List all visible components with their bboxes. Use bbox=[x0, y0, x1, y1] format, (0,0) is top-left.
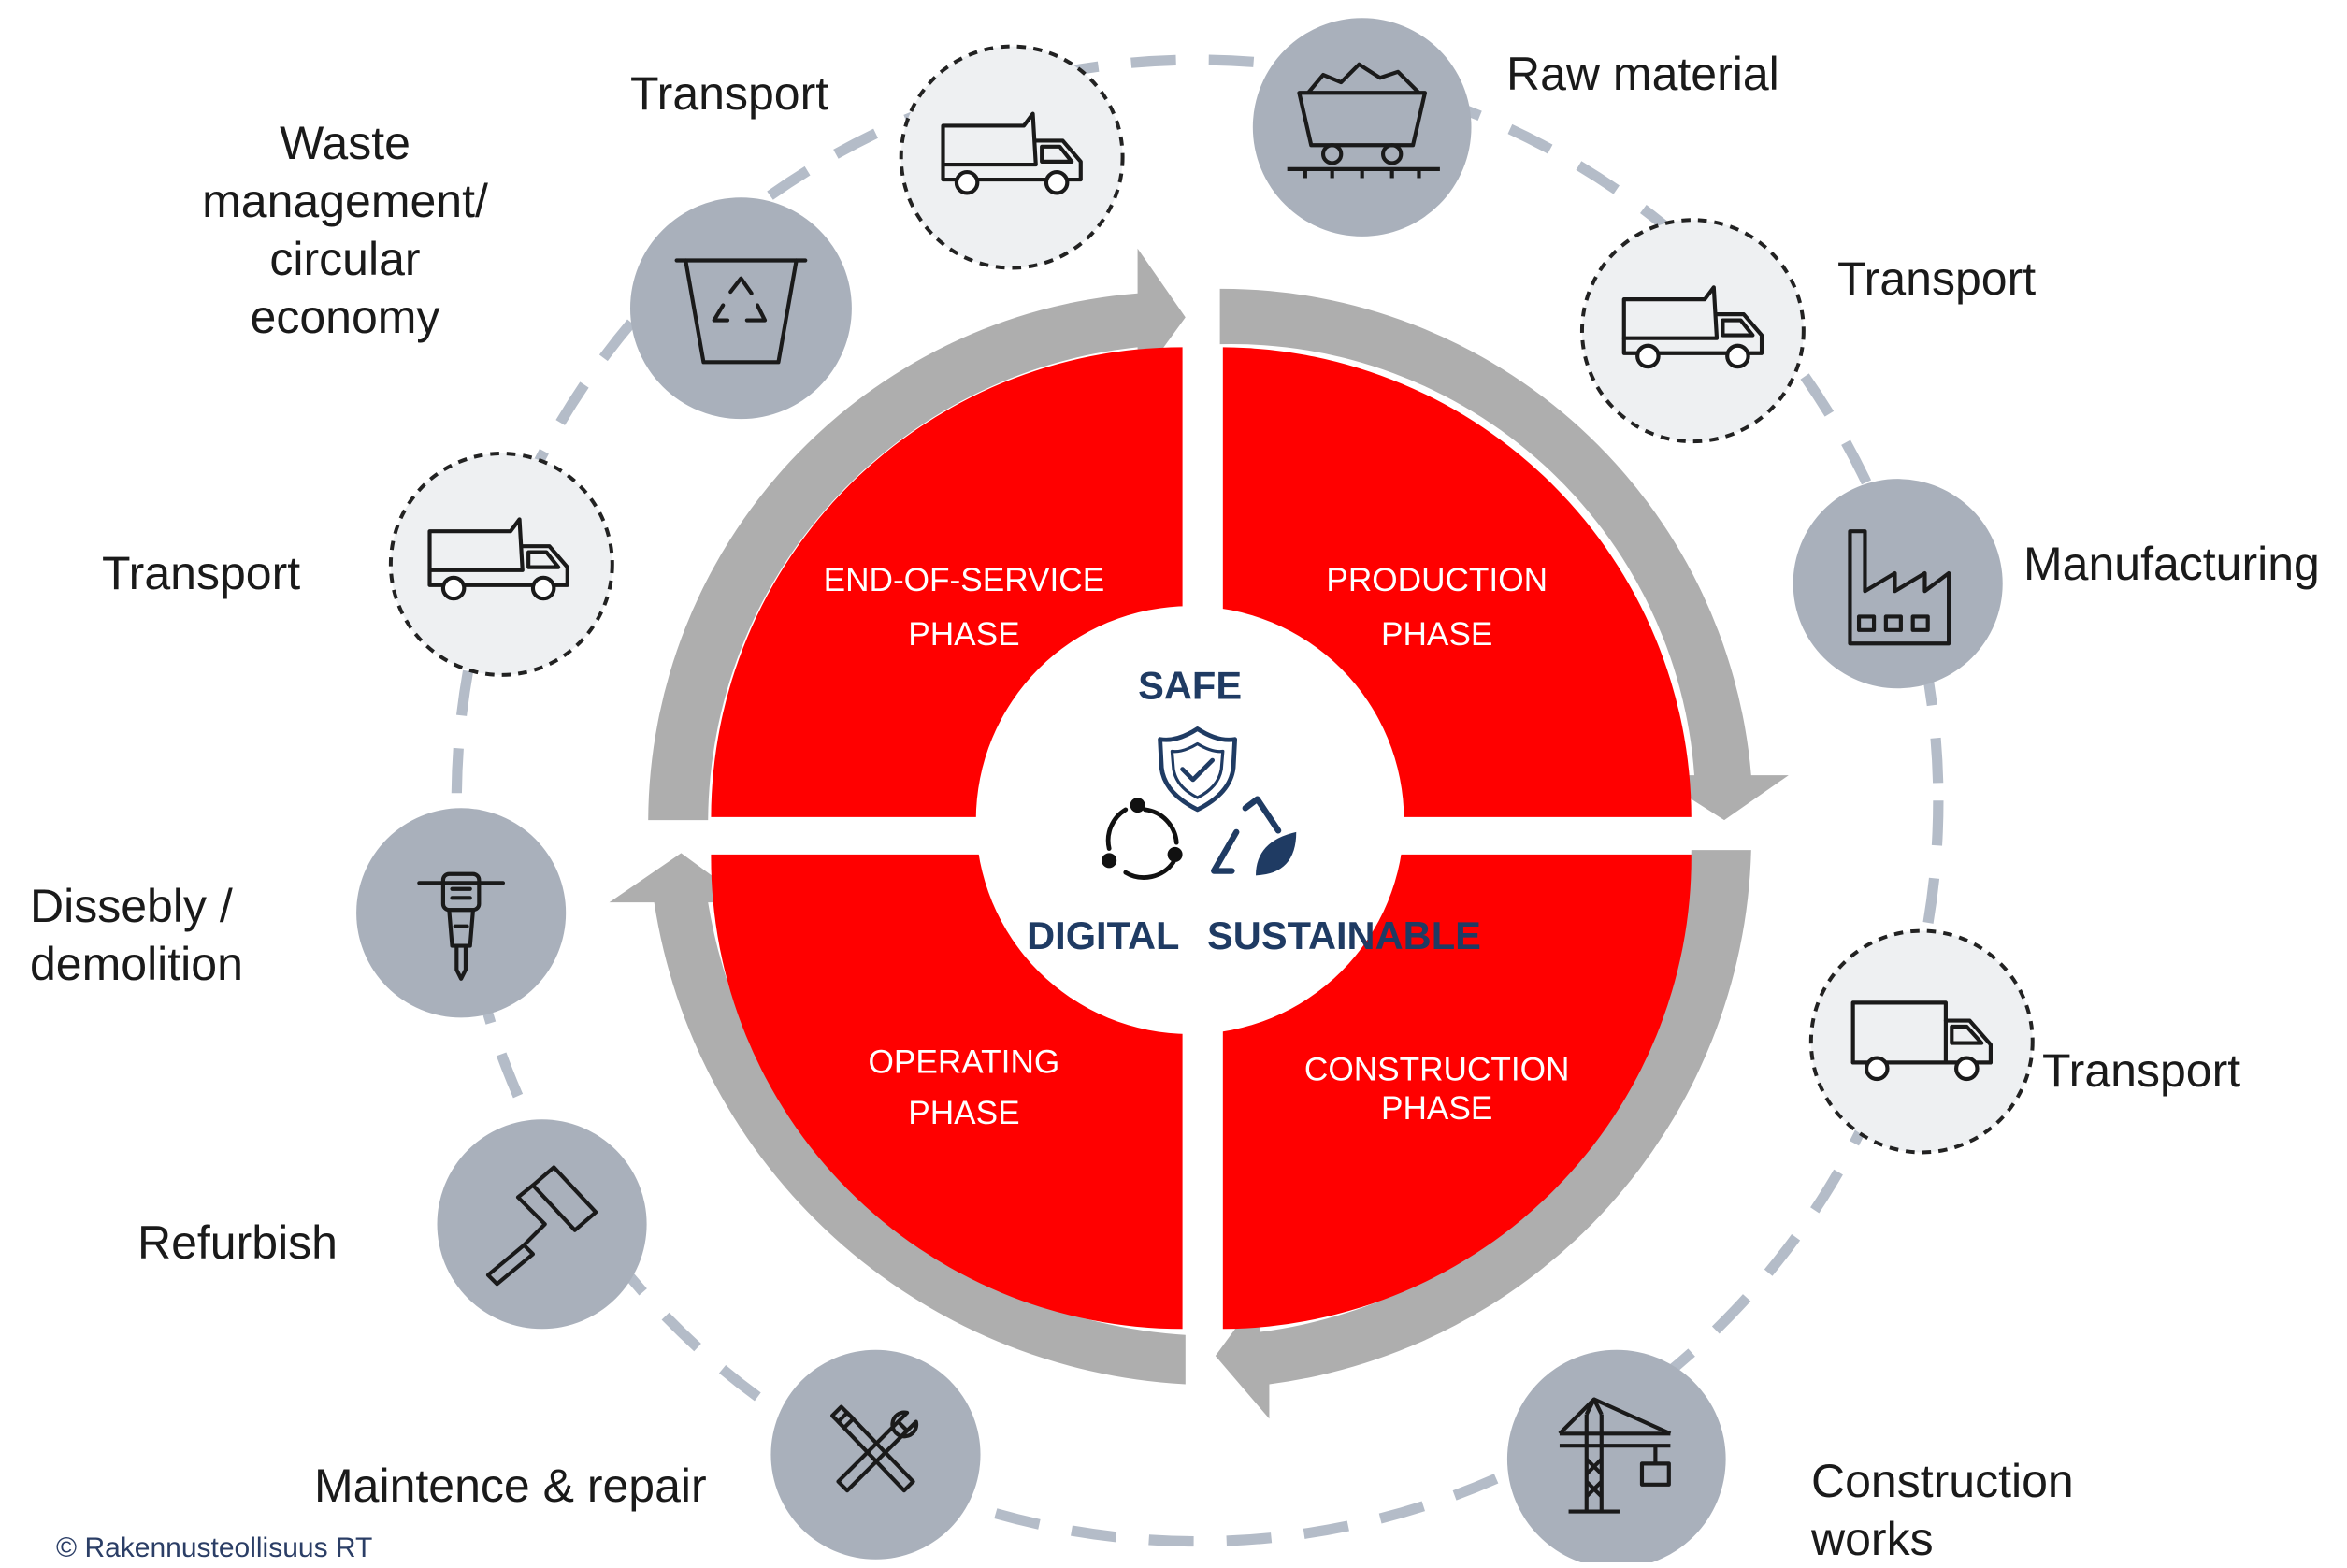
phase-production-subtitle: PHASE bbox=[1381, 616, 1492, 653]
phase-production-title: PRODUCTION bbox=[1326, 562, 1548, 598]
cycle-arrow-top-right bbox=[1219, 288, 1789, 821]
cycle-arrow-top-left bbox=[648, 248, 1186, 821]
label-waste-line2: management/ bbox=[202, 175, 488, 227]
cycle-arrow-bottom-right bbox=[1215, 850, 1751, 1419]
label-maintenance-repair: Maintence & repair bbox=[314, 1460, 707, 1512]
label-transport-left: Transport bbox=[102, 547, 301, 599]
lifecycle-dashed-ring bbox=[451, 54, 1944, 1547]
label-raw-material: Raw material bbox=[1506, 48, 1779, 100]
label-disassembly: Dissebly / demolition bbox=[30, 877, 243, 993]
label-refurbish: Refurbish bbox=[137, 1216, 338, 1269]
label-waste-line4: economy bbox=[250, 291, 440, 343]
label-transport-right-upper: Transport bbox=[1837, 252, 2037, 305]
phase-end-of-service-title: END-OF-SERVICE bbox=[824, 562, 1105, 598]
paint-roller-icon bbox=[437, 1119, 647, 1330]
dump-truck-icon bbox=[388, 451, 614, 677]
recycle-leaf-icon bbox=[1211, 796, 1297, 876]
phase-construction-subtitle: PHASE bbox=[1381, 1090, 1492, 1127]
phase-end-of-service-subtitle: PHASE bbox=[908, 616, 1019, 653]
tower-crane-icon bbox=[1506, 1349, 1726, 1562]
wrench-screwdriver-icon bbox=[770, 1349, 981, 1560]
cycle-arrow-ring bbox=[609, 248, 1789, 1419]
cycle-nodes-icon bbox=[1102, 798, 1183, 880]
phase-construction bbox=[1222, 854, 1692, 1330]
center-disc bbox=[975, 606, 1404, 1034]
label-transport-top: Transport bbox=[630, 67, 829, 120]
label-waste-line1: Waste bbox=[280, 117, 410, 169]
phase-construction-title: CONSTRUCTION bbox=[1304, 1052, 1570, 1088]
label-construction-works: Construction works bbox=[1811, 1452, 2074, 1568]
center-digital-label: DIGITAL bbox=[1027, 913, 1179, 957]
label-waste-line3: circular bbox=[269, 233, 421, 285]
jackhammer-icon bbox=[356, 808, 567, 1018]
label-waste-management: Waste management/ circular economy bbox=[176, 114, 514, 346]
ore-cart-icon bbox=[1252, 18, 1472, 237]
box-truck-icon bbox=[1808, 928, 2035, 1155]
label-construction-works-line2: works bbox=[1811, 1513, 1934, 1565]
phase-operating-subtitle: PHASE bbox=[908, 1095, 1019, 1131]
copyright-credit: © Rakennusteollisuus RT bbox=[56, 1533, 373, 1562]
label-transport-right-lower: Transport bbox=[2042, 1044, 2241, 1097]
phase-operating-title: OPERATING bbox=[869, 1044, 1060, 1081]
label-disassembly-line1: Dissebly / bbox=[30, 880, 233, 932]
recycle-bin-icon bbox=[629, 197, 852, 420]
label-construction-works-line1: Construction bbox=[1811, 1455, 2074, 1507]
label-disassembly-line2: demolition bbox=[30, 938, 243, 990]
center-sustainable-label: SUSTAINABLE bbox=[1207, 913, 1481, 957]
label-manufacturing: Manufacturing bbox=[2023, 538, 2320, 590]
dump-truck-icon bbox=[1579, 218, 1806, 444]
cycle-arrow-bottom-left bbox=[609, 853, 1186, 1385]
factory-icon bbox=[1793, 479, 2003, 689]
center-safe-label: SAFE bbox=[1138, 663, 1242, 707]
dump-truck-icon bbox=[899, 44, 1125, 270]
shield-check-icon bbox=[1158, 726, 1238, 813]
